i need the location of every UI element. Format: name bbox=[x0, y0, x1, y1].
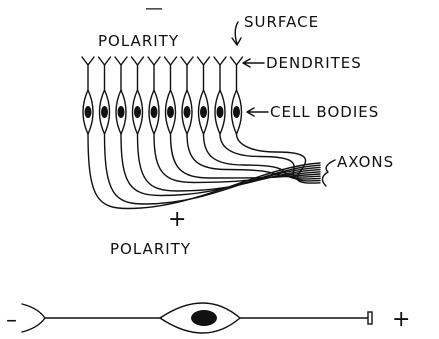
dendrite-fork bbox=[82, 57, 94, 65]
single-neuron-minus-sign: – bbox=[6, 308, 17, 333]
cell-bodies-label: CELL BODIES bbox=[270, 103, 379, 121]
axon bbox=[121, 134, 320, 196]
single-neuron-nucleus bbox=[191, 310, 217, 326]
single-neuron-plus-sign: + bbox=[392, 307, 410, 332]
cell-nucleus bbox=[101, 106, 108, 118]
surface-arrow bbox=[232, 22, 241, 45]
bottom-polarity-sign: + bbox=[168, 207, 186, 232]
axons-label: AXONS bbox=[337, 153, 394, 171]
single-neuron-dendrite bbox=[22, 304, 45, 332]
dendrite-fork bbox=[99, 57, 111, 65]
top-polarity-sign: — bbox=[145, 0, 164, 19]
single-neuron: – + bbox=[6, 303, 410, 333]
cell-nucleus bbox=[184, 106, 191, 118]
dendrites-label: DENDRITES bbox=[266, 54, 362, 72]
dendrite-fork bbox=[231, 57, 243, 65]
dendrite-fork bbox=[148, 57, 160, 65]
bottom-polarity-label: POLARITY bbox=[110, 240, 191, 258]
dendrite-fork bbox=[181, 57, 193, 65]
cell-nucleus bbox=[233, 106, 240, 118]
cell-nucleus bbox=[200, 106, 207, 118]
top-polarity-label: POLARITY bbox=[98, 32, 179, 50]
cell-bodies-arrow bbox=[247, 108, 268, 116]
neuron-layer bbox=[82, 57, 320, 209]
surface-label: SURFACE bbox=[244, 13, 319, 31]
axons-bracket bbox=[322, 160, 335, 186]
cell-nucleus bbox=[167, 106, 174, 118]
dendrite-fork bbox=[165, 57, 177, 65]
dendrite-fork bbox=[132, 57, 144, 65]
cell-nucleus bbox=[134, 106, 141, 118]
dendrite-fork bbox=[214, 57, 226, 65]
cell-nucleus bbox=[151, 106, 158, 118]
dendrite-fork bbox=[115, 57, 127, 65]
cell-nucleus bbox=[217, 106, 224, 118]
single-neuron-axon-terminal bbox=[368, 312, 372, 324]
cell-nucleus bbox=[85, 106, 92, 118]
dendrite-fork bbox=[198, 57, 210, 65]
dendrites-arrow bbox=[243, 59, 264, 67]
cell-nucleus bbox=[118, 106, 125, 118]
